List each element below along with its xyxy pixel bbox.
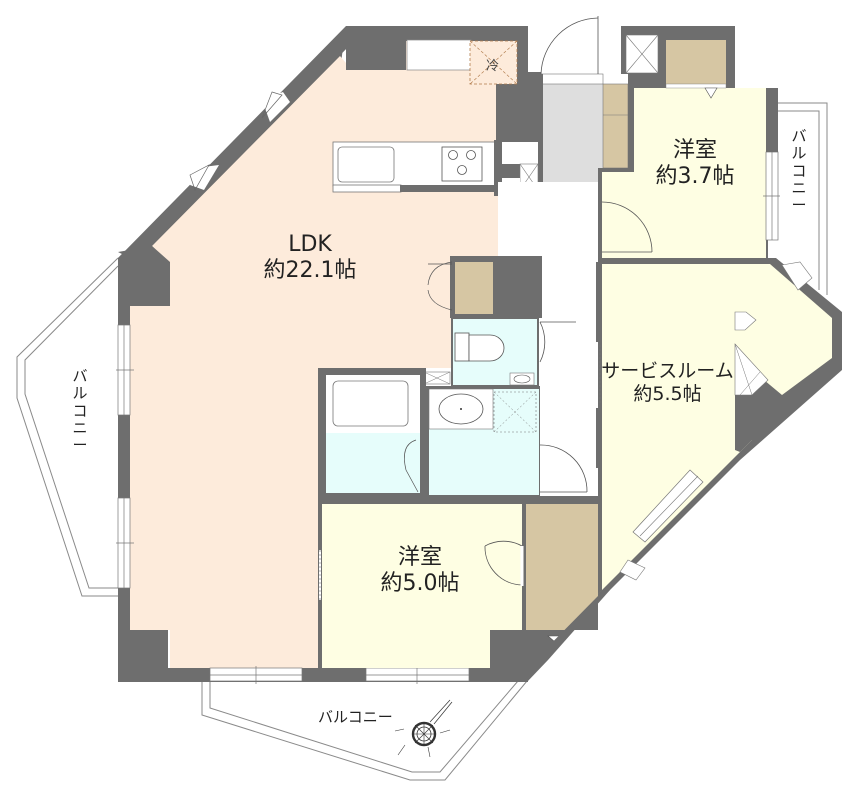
door-swing-icon xyxy=(601,201,653,253)
toilet-icon xyxy=(454,332,505,362)
room-area: 約5.0帖 xyxy=(380,571,460,597)
room-label-service: サービスルーム 約5.5帖 xyxy=(600,360,735,406)
room-area: 約3.7帖 xyxy=(655,164,735,190)
entrance-left-wall xyxy=(539,74,543,186)
door-swing-icon xyxy=(540,17,599,75)
shoe-cabinet xyxy=(602,83,629,169)
room-name: LDK xyxy=(288,232,332,257)
compass-icon xyxy=(394,699,453,758)
window-west-1 xyxy=(116,324,134,416)
balcony-west xyxy=(16,257,119,597)
kitchen-partition xyxy=(494,140,500,196)
toilet-room xyxy=(423,317,576,387)
room-label-western-1: 洋室 約3.7帖 xyxy=(640,138,750,191)
room-label-ldk: LDK 約22.1帖 xyxy=(245,232,375,285)
closet-room2 xyxy=(526,504,610,682)
room-western-2 xyxy=(318,504,526,670)
kitchen-counter xyxy=(332,141,499,193)
balcony-east xyxy=(778,102,828,295)
balcony-label-east: バルコニー xyxy=(791,127,807,214)
room-area: 約5.5帖 xyxy=(633,382,702,405)
fridge-space xyxy=(469,40,518,85)
window-nw-1 xyxy=(261,91,290,122)
washing-machine-icon xyxy=(493,391,537,433)
bathtub-icon xyxy=(332,380,409,427)
room-western-1 xyxy=(598,26,780,262)
counter-top-north xyxy=(406,39,472,71)
balcony-label-west: バルコニー xyxy=(72,367,88,454)
washbasin-icon xyxy=(509,372,535,386)
balcony-south xyxy=(201,680,528,781)
entrance-wall-stub xyxy=(527,72,541,84)
window-west-2 xyxy=(116,497,134,589)
room-area: 約22.1帖 xyxy=(263,258,357,284)
washroom xyxy=(426,386,588,498)
north-wall-right xyxy=(514,26,528,84)
stove-icon xyxy=(441,146,483,182)
room-name: 洋室 xyxy=(397,545,442,570)
balcony-label-south: バルコニー xyxy=(318,708,393,726)
north-wall-pillar xyxy=(346,26,406,70)
room-name: サービスルーム xyxy=(601,360,734,382)
closet-ldk xyxy=(427,256,542,318)
window-nw-2 xyxy=(189,164,219,191)
window-south-2 xyxy=(365,666,470,684)
room-label-western-2: 洋室 約5.0帖 xyxy=(370,545,470,598)
room-name: 洋室 xyxy=(672,138,717,163)
bathroom xyxy=(318,368,426,496)
room-service xyxy=(548,258,842,650)
sink-icon xyxy=(337,146,395,183)
fridge-label: 冷 xyxy=(486,59,500,74)
entrance xyxy=(540,16,604,182)
window-south-1 xyxy=(209,666,303,684)
